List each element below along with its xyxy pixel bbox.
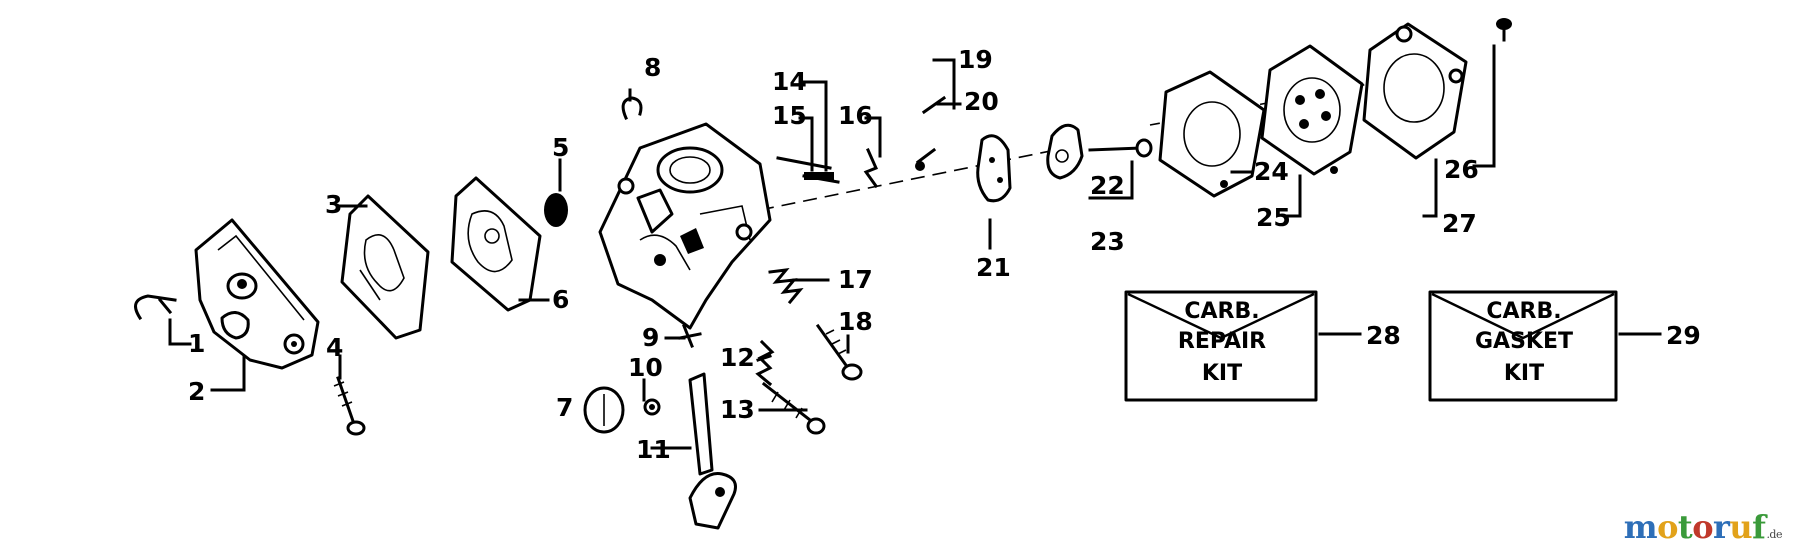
callout-22: 22 bbox=[1090, 171, 1125, 200]
callout-25: 25 bbox=[1256, 203, 1291, 232]
part-22-check-valve bbox=[1046, 123, 1084, 180]
gasket-kit-line2: GASKET bbox=[1475, 329, 1573, 354]
motoruf-watermark-logo: motoruf.de bbox=[1623, 508, 1783, 546]
callout-28: 28 bbox=[1366, 321, 1401, 350]
part-18-needle bbox=[815, 323, 863, 381]
repair-kit-line3: KIT bbox=[1202, 361, 1242, 386]
watermark-letter: r bbox=[1713, 508, 1730, 546]
callout-9: 9 bbox=[642, 323, 659, 352]
watermark-suffix: .de bbox=[1766, 528, 1782, 541]
callout-19: 19 bbox=[958, 45, 993, 74]
callout-21: 21 bbox=[976, 253, 1011, 282]
callout-16: 16 bbox=[838, 101, 873, 130]
callout-2: 2 bbox=[188, 377, 205, 406]
callout-15: 15 bbox=[772, 101, 807, 130]
watermark-letter: o bbox=[1657, 508, 1678, 546]
part-27-cover bbox=[1362, 22, 1468, 160]
gasket-kit-line3: KIT bbox=[1504, 361, 1544, 386]
part-25-diaphragm bbox=[1260, 44, 1364, 176]
watermark-letter: m bbox=[1623, 508, 1658, 546]
leader-lines bbox=[168, 44, 1662, 450]
part-13-needle-screw bbox=[761, 381, 826, 435]
part-19-20-small-parts bbox=[915, 95, 947, 171]
part-10-screw bbox=[643, 398, 661, 416]
part-24-gasket bbox=[1158, 70, 1266, 198]
callout-29: 29 bbox=[1666, 321, 1701, 350]
callout-17: 17 bbox=[838, 265, 873, 294]
part-16-spring bbox=[863, 148, 879, 189]
part-14-15-shaft bbox=[776, 156, 840, 184]
part-1-clip bbox=[134, 294, 177, 321]
callout-27: 27 bbox=[1442, 209, 1477, 238]
part-11-lever bbox=[688, 372, 737, 530]
carburetor-body bbox=[598, 122, 772, 330]
callout-8: 8 bbox=[644, 53, 661, 82]
part-12-spring bbox=[755, 339, 775, 387]
part-6-diaphragm bbox=[450, 176, 542, 312]
watermark-letter: u bbox=[1729, 508, 1753, 546]
part-17-spring bbox=[768, 268, 804, 305]
callout-20: 20 bbox=[964, 87, 999, 116]
repair-kit-line2: REPAIR bbox=[1178, 329, 1266, 354]
callout-18: 18 bbox=[838, 307, 873, 336]
part-2-pump-cover bbox=[194, 218, 320, 370]
watermark-letter: f bbox=[1752, 508, 1766, 546]
carb-gasket-kit-envelope: CARB. GASKET KIT bbox=[1428, 290, 1618, 402]
callout-11: 11 bbox=[636, 435, 671, 464]
part-8-clip bbox=[621, 96, 643, 120]
part-26-screw bbox=[1496, 18, 1512, 42]
callout-14: 14 bbox=[772, 67, 807, 96]
part-23-screw bbox=[1088, 138, 1153, 158]
part-5-plug bbox=[544, 193, 568, 227]
carb-repair-kit-envelope: CARB. REPAIR KIT bbox=[1124, 290, 1318, 402]
callout-23: 23 bbox=[1090, 227, 1125, 256]
callout-7: 7 bbox=[556, 393, 573, 422]
callout-1: 1 bbox=[188, 329, 205, 358]
repair-kit-line1: CARB. bbox=[1184, 299, 1259, 324]
callout-10: 10 bbox=[628, 353, 663, 382]
part-4-screw bbox=[333, 376, 366, 436]
part-3-gasket bbox=[340, 194, 430, 340]
gasket-kit-line1: CARB. bbox=[1486, 299, 1561, 324]
callout-numbers: 1 2 3 4 5 6 7 8 9 10 11 12 13 14 15 16 1… bbox=[188, 45, 1701, 464]
assembly-axis-line bbox=[759, 144, 1081, 211]
callout-5: 5 bbox=[552, 133, 569, 162]
callout-6: 6 bbox=[552, 285, 569, 314]
callout-26: 26 bbox=[1444, 155, 1479, 184]
callout-12: 12 bbox=[720, 343, 755, 372]
watermark-letter: t bbox=[1677, 508, 1693, 546]
callout-24: 24 bbox=[1254, 157, 1289, 186]
callout-3: 3 bbox=[325, 190, 342, 219]
callout-4: 4 bbox=[326, 333, 343, 362]
watermark-letter: o bbox=[1692, 508, 1714, 546]
part-21-throttle-plate bbox=[976, 134, 1012, 203]
callout-13: 13 bbox=[720, 395, 755, 424]
part-7-disc bbox=[583, 386, 625, 434]
